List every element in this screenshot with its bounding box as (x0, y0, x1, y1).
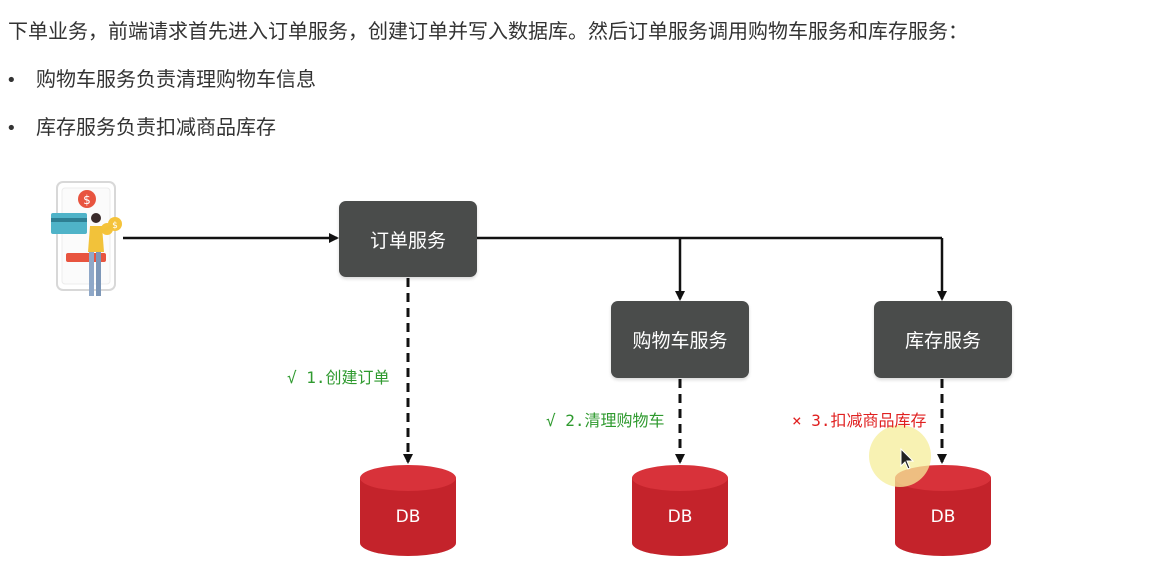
bullet-dot: • (6, 70, 17, 91)
cursor-highlight (869, 425, 931, 487)
order-db-label: DB (395, 507, 421, 527)
cart-service-box: 购物车服务 (611, 301, 749, 378)
step-deduct-stock-label: × 3.扣减商品库存 (792, 411, 927, 430)
intro-text: 下单业务，前端请求首先进入订单服务，创建订单并写入数据库。然后订单服务调用购物车… (8, 19, 968, 43)
bullet-text: 购物车服务负责清理购物车信息 (36, 67, 316, 91)
order-service-box: 订单服务 (339, 201, 477, 277)
mobile-payment-client-icon: $ $ (51, 181, 122, 296)
database-icon (360, 465, 456, 556)
stock-db-label: DB (930, 507, 956, 527)
bullet-item-cart: • 购物车服务负责清理购物车信息 (6, 66, 316, 94)
bullet-dot: • (6, 118, 17, 139)
bullet-item-stock: • 库存服务负责扣减商品库存 (6, 114, 276, 142)
svg-text:$: $ (83, 193, 91, 207)
bullet-text: 库存服务负责扣减商品库存 (36, 115, 276, 139)
database-icon (632, 465, 728, 556)
step-clear-cart-label: √ 2.清理购物车 (546, 411, 665, 430)
step-create-order-label: √ 1.创建订单 (287, 368, 390, 387)
svg-text:$: $ (112, 221, 118, 231)
mouse-cursor-icon (900, 447, 915, 470)
stock-service-box: 库存服务 (874, 301, 1012, 378)
cart-db-label: DB (667, 507, 693, 527)
